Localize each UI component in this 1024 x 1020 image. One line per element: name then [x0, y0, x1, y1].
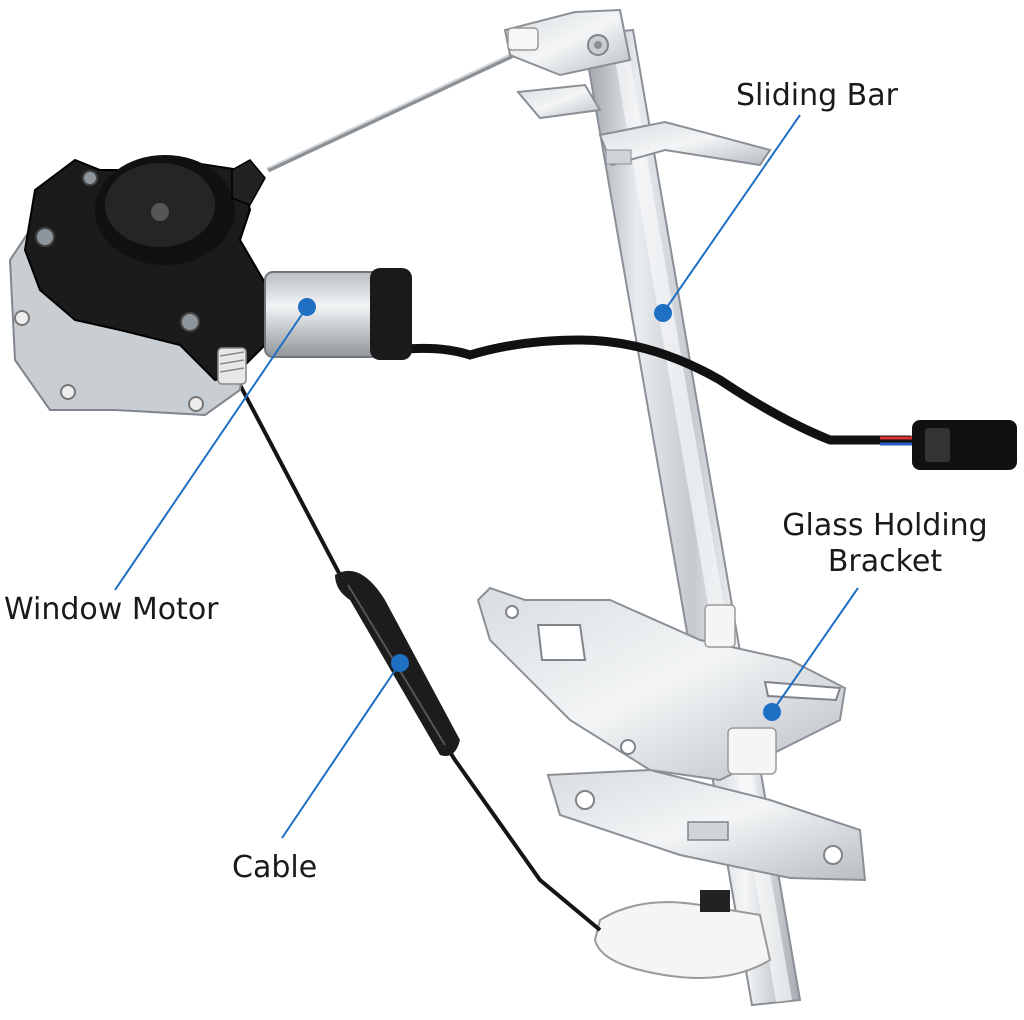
label-cable: Cable: [232, 850, 318, 885]
label-glass-holding-bracket-line2: Bracket: [827, 544, 943, 579]
label-glass-holding-bracket-line1: Glass Holding: [782, 508, 988, 543]
upper-rod: [266, 49, 522, 173]
wire-harness: [390, 335, 1017, 470]
callout-dot: [298, 298, 316, 316]
label-window-motor: Window Motor: [4, 592, 219, 627]
callout-sliding-bar: [654, 114, 801, 322]
callout-window-motor: [114, 298, 316, 591]
callout-dot: [763, 703, 781, 721]
label-sliding-bar: Sliding Bar: [736, 78, 898, 113]
callout-dot: [391, 654, 409, 672]
window-motor: [8, 155, 412, 417]
callout-glass-holding-bracket: [763, 587, 859, 721]
callout-dot: [654, 304, 672, 322]
lower-mount-tab: [546, 768, 867, 882]
callout-cable: [281, 654, 409, 839]
label-glass-holding-bracket: Glass Holding Bracket: [770, 508, 1000, 580]
glass-holding-bracket: [476, 586, 847, 782]
lower-slider-clip: [593, 890, 772, 979]
